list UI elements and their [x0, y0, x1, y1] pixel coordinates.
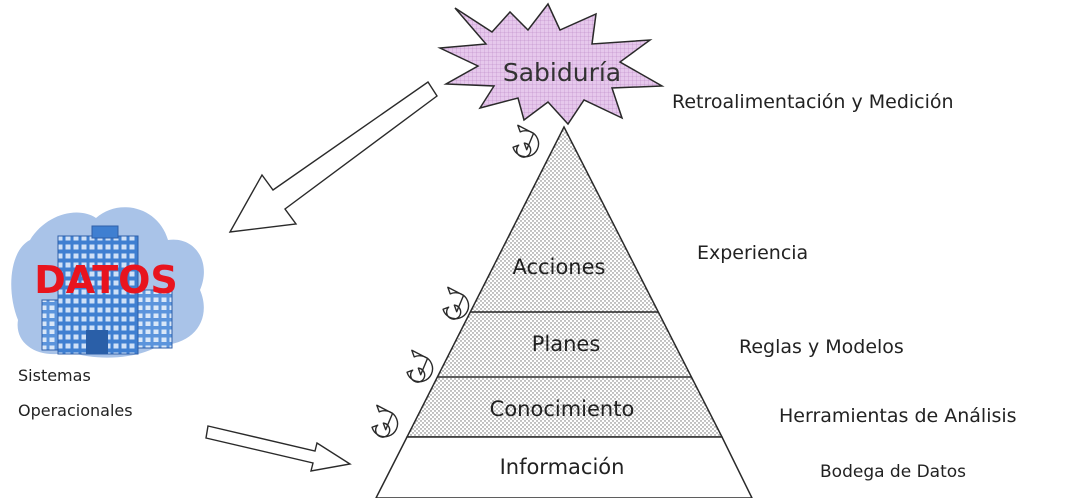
level-label-informacion: Información — [500, 455, 625, 479]
datos-source: DATOS — [11, 207, 204, 358]
datos-title: DATOS — [34, 258, 178, 302]
block-arrow-icon — [228, 81, 438, 233]
label-sistemas: Sistemas — [18, 366, 91, 385]
circular-arrow-icon — [371, 404, 399, 438]
block-arrow-icon — [205, 425, 352, 472]
level-label-conocimiento: Conocimiento — [490, 397, 635, 421]
sabiduria-burst: Sabiduría — [437, 2, 665, 126]
label-herramientas-analisis: Herramientas de Análisis — [779, 405, 1017, 427]
label-experiencia: Experiencia — [697, 242, 809, 264]
circular-arrow-icon — [442, 286, 470, 320]
peak-label: Sabiduría — [503, 58, 621, 87]
circular-arrow-icon — [512, 124, 540, 158]
level-label-acciones: Acciones — [513, 255, 606, 279]
label-bodega-datos: Bodega de Datos — [820, 462, 967, 482]
level-label-planes: Planes — [532, 332, 601, 356]
label-retroalimentacion: Retroalimentación y Medición — [672, 91, 954, 113]
burst-shape — [437, 2, 665, 126]
office-building-icon — [41, 225, 173, 355]
label-operacionales: Operacionales — [18, 401, 133, 420]
circular-arrow-icon — [406, 349, 434, 383]
pyramid — [375, 125, 753, 498]
pyramid-base-section — [375, 436, 753, 498]
pyramid-upper-section — [405, 125, 724, 438]
label-reglas-modelos: Reglas y Modelos — [739, 336, 904, 358]
